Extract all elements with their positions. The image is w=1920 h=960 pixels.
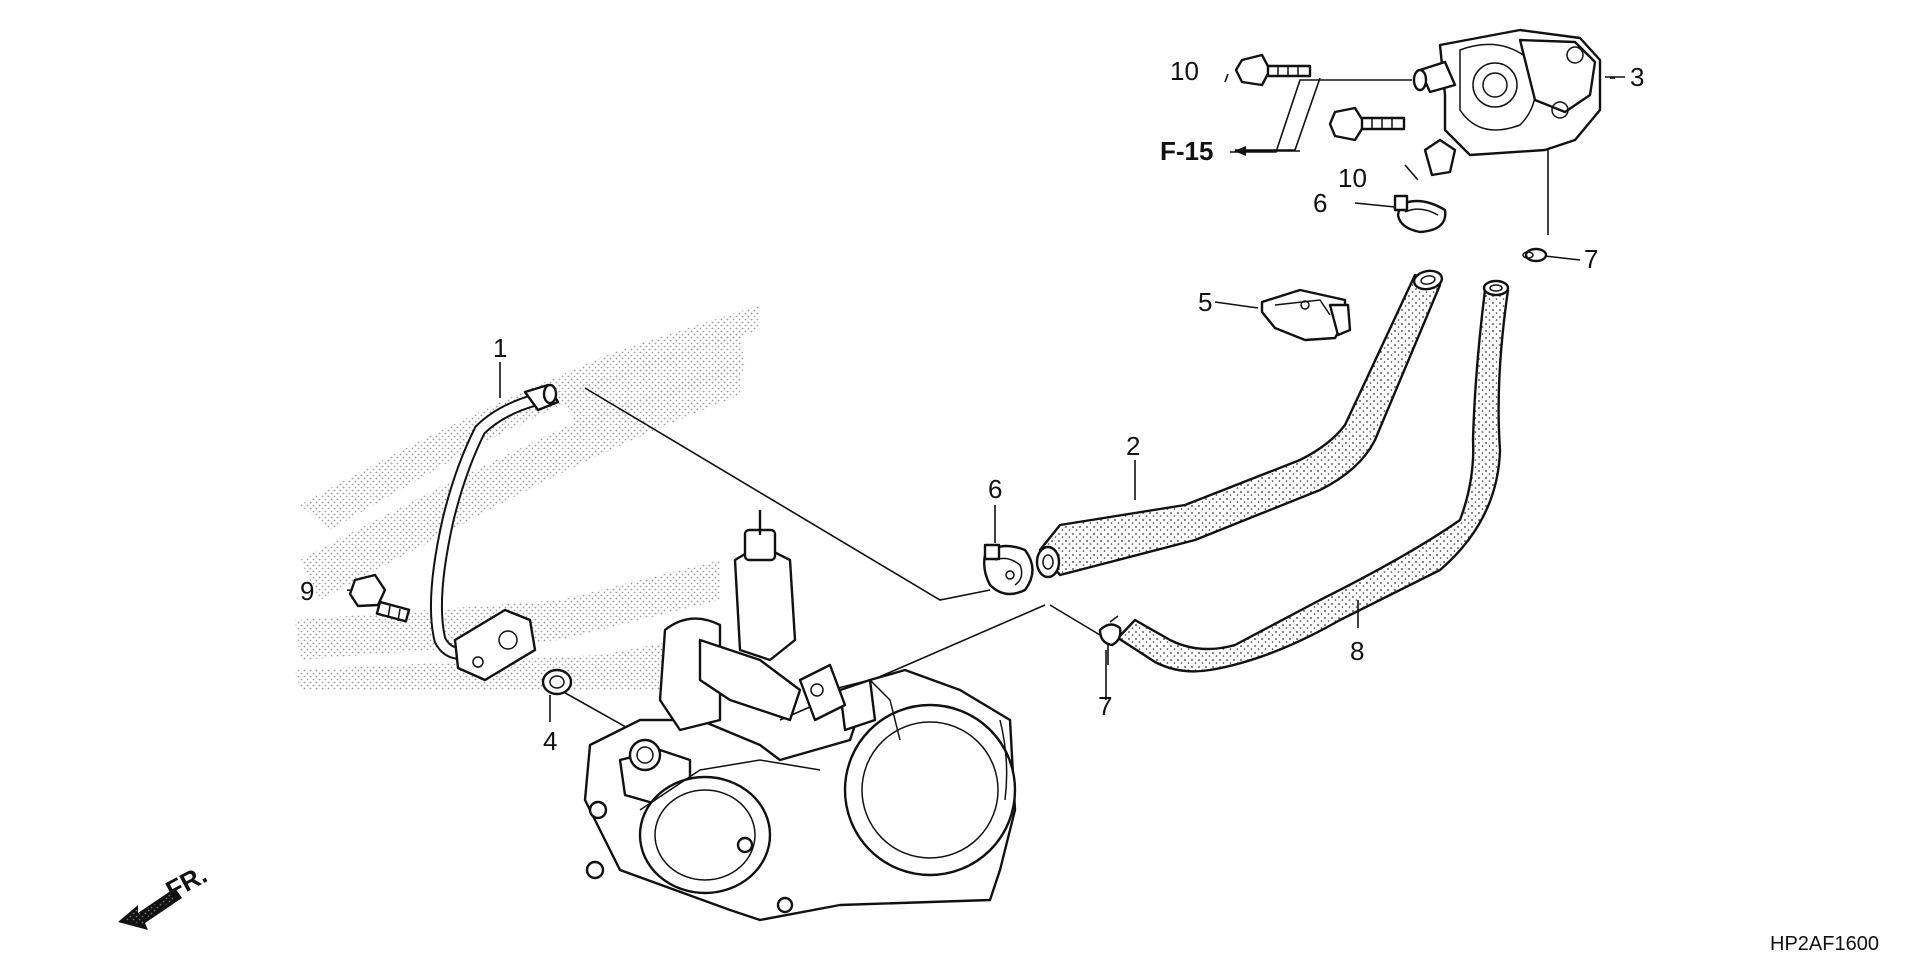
label-part-9: 9: [300, 576, 314, 606]
label-part-1: 1: [493, 333, 507, 363]
label-part-8: 8: [1350, 636, 1364, 666]
bracket-5: [1260, 288, 1352, 342]
clamp-6-top: [1393, 194, 1447, 234]
diagram-code: HP2AF1600: [1770, 933, 1879, 955]
label-part-6-mid: 6: [988, 474, 1002, 504]
clip-7-right: [1522, 247, 1548, 263]
part-labels: 1 2 3 4 5 6 6 7 7 8 9 10 10: [300, 56, 1644, 756]
reference-label: F-15: [1160, 136, 1213, 166]
front-marker: FR.: [118, 859, 212, 930]
bolt-10-mid: [1328, 106, 1406, 142]
valve-assembly: [1412, 28, 1602, 177]
bolt-9: [348, 573, 411, 623]
label-part-4: 4: [543, 726, 557, 756]
washer-4: [541, 668, 573, 696]
label-part-3: 3: [1630, 62, 1644, 92]
label-part-7-right: 7: [1584, 244, 1598, 274]
label-part-6-top: 6: [1313, 188, 1327, 218]
hose-2: [1035, 269, 1444, 579]
engine-block: [583, 510, 1017, 922]
clamp-6-mid: [982, 543, 1034, 596]
label-part-2: 2: [1126, 431, 1140, 461]
bolt-10-top: [1234, 53, 1312, 87]
clip-7-mid: [1098, 615, 1122, 647]
label-part-7-mid: 7: [1098, 691, 1112, 721]
hose-8: [1116, 279, 1510, 673]
label-part-10-top: 10: [1170, 56, 1199, 86]
tube-1: [429, 383, 560, 682]
label-part-10-mid: 10: [1338, 163, 1367, 193]
label-part-5: 5: [1198, 287, 1212, 317]
f15-reference: F-15: [1160, 136, 1300, 166]
